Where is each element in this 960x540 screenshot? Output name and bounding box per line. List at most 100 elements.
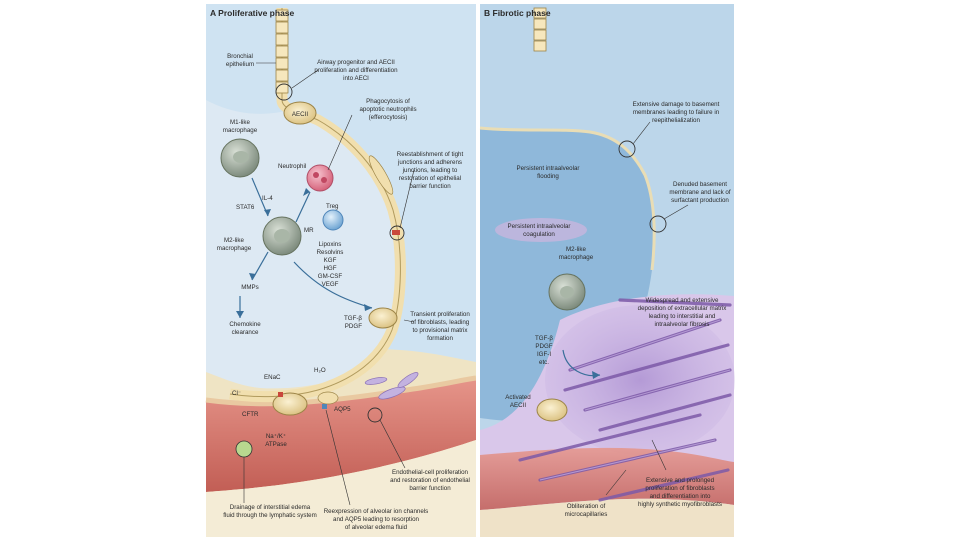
label-activated: Activated: [505, 394, 531, 401]
fibroblasts-transient: [364, 372, 419, 400]
label-reexpression-3: of alveolar edema fluid: [345, 524, 408, 531]
label-drainage: Drainage of interstitial edema: [230, 504, 311, 511]
label-fib-prolonged: Extensive and prolonged: [646, 477, 715, 484]
label-tight-junctions-4: restoration of epithelial: [399, 175, 461, 182]
label-basement-damage-3: reepithelialization: [652, 117, 700, 124]
label-mmps: MMPs: [241, 284, 259, 291]
label-matrix-2: deposition of extracellular matrix: [638, 305, 728, 312]
label-stat6: STAT6: [236, 204, 255, 211]
label-matrix: Widespread and extensive: [646, 297, 719, 304]
label-m1: M1-like: [230, 119, 250, 126]
panel-b-basement-membrane: [479, 126, 656, 271]
label-activated-2: AECII: [510, 402, 526, 409]
label-coagulation: Persistent intraalveolar: [508, 223, 571, 230]
label-fib-prolonged-4: highly synthetic myofibroblasts: [638, 501, 722, 508]
label-m1-2: macrophage: [223, 127, 258, 134]
label-tgfb: TGF-β: [344, 315, 362, 322]
label-airway-progenitor-2: proliferation and differentiation: [314, 67, 398, 74]
panel-a-title: A Proliferative phase: [210, 8, 295, 18]
lymphatic-drainage-circle: [235, 440, 253, 458]
label-reexpression: Reexpression of alveolar ion channels: [324, 508, 429, 515]
callout-circle-tight-junction: [389, 225, 405, 241]
label-obliteration-2: microcapillaries: [565, 511, 608, 518]
label-chemokine: Chemokine: [229, 321, 261, 328]
label-endothelial: Endothelial-cell proliferation: [392, 469, 469, 476]
label-h2o: H₂O: [314, 367, 326, 374]
label-flooding: Persistent intraalveolar: [517, 165, 580, 172]
label-tight-junctions-3: junctions, leading to: [402, 167, 458, 174]
label-il4: IL-4: [262, 195, 273, 202]
label-flooding-2: flooding: [537, 173, 559, 180]
aeci-cell-elongated: [368, 155, 394, 195]
label-mr: MR: [304, 227, 314, 234]
label-bronchial: Bronchial: [227, 53, 253, 60]
callout-circle-basement-damage: [618, 140, 636, 158]
label-fib-prolonged-3: and differentiation into: [650, 493, 711, 500]
panel-proliferative: [205, 4, 477, 537]
neutrophil-cell: [306, 164, 334, 192]
label-vegf: VEGF: [322, 281, 339, 288]
label-endothelial-3: barrier function: [409, 485, 451, 492]
label-reexpression-2: and AQP5 leading to resorption: [333, 516, 420, 523]
label-coagulation-2: coagulation: [523, 231, 555, 238]
label-denuded: Denuded basement: [673, 181, 727, 188]
bronchial-epithelium-cells: [275, 9, 289, 94]
panel-b-lower-tissue: [480, 498, 734, 537]
callout-circle-endothelial: [367, 407, 383, 423]
label-neutrophil: Neutrophil: [278, 163, 306, 170]
label-denuded-3: surfactant production: [671, 197, 729, 204]
label-fibroblast-prolif-2: of fibroblasts, leading: [411, 319, 470, 326]
panel-a-alveolus-fluid: [206, 100, 400, 389]
label-denuded-2: membrane and lack of: [669, 189, 731, 196]
label-bronchial-2: epithelium: [226, 61, 254, 68]
label-lipoxins: Lipoxins: [319, 241, 342, 248]
label-tight-junctions-2: junctions and adherens: [397, 159, 462, 166]
label-phagocytosis-2: apoptotic neutrophils: [359, 106, 416, 113]
label-cl: Cl⁻: [232, 390, 241, 397]
label-fibroblast-prolif-4: formation: [427, 335, 453, 342]
label-tight-junctions: Reestablishment of tight: [397, 151, 464, 158]
svg-text:Na⁺/K⁺ATPase: Na⁺/K⁺ATPase: [265, 433, 287, 448]
label-fibroblast-prolif: Transient proliferation: [410, 311, 470, 318]
treg-cell: [322, 209, 344, 231]
label-b-m2: M2-like: [566, 246, 586, 253]
label-matrix-4: intraalveolar fibrosis: [654, 321, 709, 328]
callout-circle-denuded: [649, 215, 667, 233]
label-endothelial-2: and restoration of endothelial: [390, 477, 470, 484]
panel-b-capillary: [480, 447, 734, 510]
aeci-lower: [317, 391, 339, 405]
aecii-lower: [272, 392, 308, 416]
aecii-proliferating: [368, 307, 398, 329]
label-b-tgfb: TGF-β: [535, 335, 553, 342]
label-aecii: AECII: [292, 111, 308, 118]
label-cftr: CFTR: [242, 411, 259, 418]
label-fib-prolonged-2: proliferation of fibroblasts: [645, 485, 714, 492]
label-basement-damage-2: membranes leading to failure in: [633, 109, 720, 116]
label-b-pdgf: PDGF: [535, 343, 552, 350]
label-phagocytosis: Phagocytosis of: [366, 98, 410, 105]
panel-b-leaders: [605, 121, 689, 496]
label-chemokine-2: clearance: [232, 329, 259, 336]
panel-a-lower-tissue: [206, 440, 476, 537]
label-m2-2: macrophage: [217, 245, 252, 252]
label-m2: M2-like: [224, 237, 244, 244]
label-b-m2-2: macrophage: [559, 254, 594, 261]
aecii-cell: [283, 101, 317, 125]
